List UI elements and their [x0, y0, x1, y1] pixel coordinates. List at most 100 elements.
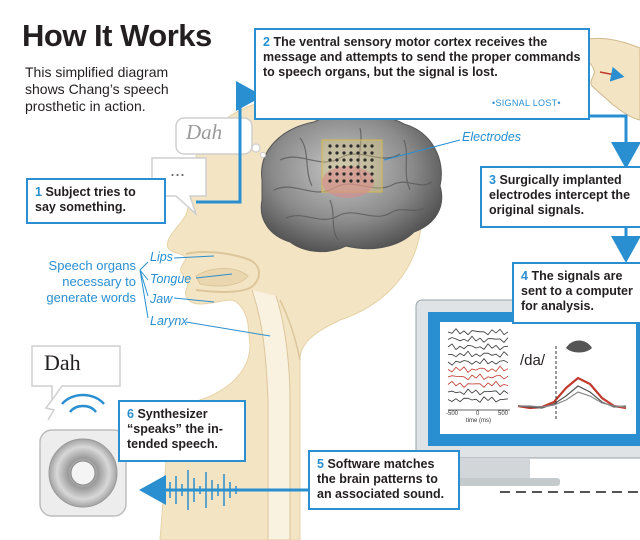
electrode-dot — [335, 144, 339, 148]
eeg-trace — [447, 365, 509, 373]
step-3-box: 3 Surgically implanted electrodes interc… — [480, 166, 640, 228]
eeg-trace — [447, 357, 509, 366]
monitor-tick-1: -500 — [446, 411, 459, 417]
step-5-text: Software matches the brain patterns to a… — [317, 457, 445, 501]
electrode-dot — [356, 165, 360, 169]
signal-lost-label: •SIGNAL LOST• — [492, 98, 561, 108]
step-3-text: Surgically implanted electrodes intercep… — [489, 173, 631, 217]
wifi-waves — [61, 393, 105, 413]
thought-bubble-text: Dah — [186, 120, 223, 144]
averaged-response-curve — [518, 391, 627, 408]
electrode-dot — [328, 165, 332, 169]
oral-cavity — [185, 251, 260, 293]
monitor-axis-label: time (ms) — [466, 418, 491, 424]
electrodes-label: Electrodes — [462, 130, 522, 144]
electrode-dot — [349, 151, 353, 155]
speech-ellipsis: ... — [170, 160, 186, 180]
monitor-syllable: /da/ — [520, 352, 546, 369]
step-1-number: 1 — [35, 185, 42, 199]
eeg-trace — [447, 328, 509, 336]
electrode-dot — [335, 165, 339, 169]
step-4-number: 4 — [521, 269, 528, 283]
electrode-dot — [356, 151, 360, 155]
electrode-grid — [321, 139, 383, 198]
step-2-number: 2 — [263, 35, 270, 49]
eeg-trace — [447, 396, 509, 403]
eeg-trace — [447, 343, 509, 351]
eeg-trace — [447, 335, 509, 343]
electrode-dot — [356, 179, 360, 183]
step-6-number: 6 — [127, 407, 134, 421]
electrode-dot — [363, 172, 367, 176]
electrode-dot — [328, 144, 332, 148]
step-5-number: 5 — [317, 457, 324, 471]
speaker — [39, 429, 127, 517]
organ-pointer-lines — [139, 255, 271, 337]
computer-monitor — [415, 299, 640, 486]
electrode-dot — [342, 172, 346, 176]
electrode-dot — [335, 151, 339, 155]
electrode-dot — [363, 158, 367, 162]
electrode-dots — [328, 144, 374, 183]
intro-text: This simplified diagram shows Chang’s sp… — [25, 64, 169, 114]
electrode-dot — [349, 172, 353, 176]
electrode-dot — [363, 165, 367, 169]
electrode-dot — [370, 165, 374, 169]
electrode-dot — [328, 172, 332, 176]
bubble-zigzag — [44, 399, 56, 421]
electrode-dot — [356, 144, 360, 148]
electrode-dot — [356, 172, 360, 176]
arrow-1-to-2 — [196, 81, 263, 204]
page-title: How It Works — [22, 18, 212, 53]
speaker-bubble — [31, 345, 121, 403]
speaker-bubble-text: Dah — [44, 350, 81, 375]
electrode-dot — [363, 151, 367, 155]
electrode-dot — [335, 158, 339, 162]
eeg-trace — [447, 388, 509, 396]
step-6-text: Synthesizer “speaks” the in-tended speec… — [127, 407, 223, 451]
monitor-traces — [447, 328, 627, 410]
thought-bubble — [175, 117, 266, 158]
step-2-box: 2 The ventral sensory motor cortex recei… — [254, 28, 590, 120]
step-4-box: 4 The signals are sent to a computer for… — [512, 262, 640, 324]
monitor-spectrogram — [566, 340, 592, 353]
arrow-2-to-3 — [590, 114, 640, 169]
step-1-text: Subject tries to say something. — [35, 185, 136, 214]
organ-lips: Lips — [150, 250, 173, 264]
electrode-dot — [328, 158, 332, 162]
electrode-dot — [349, 158, 353, 162]
electrodes-pointer — [383, 139, 461, 161]
sound-wave — [169, 470, 237, 510]
electrode-dot — [349, 179, 353, 183]
monitor-tick-3: 500 — [498, 411, 509, 417]
tongue — [195, 268, 249, 287]
speech-organs-label: Speech organs necessary to generate word… — [46, 258, 136, 305]
electrode-dot — [363, 179, 367, 183]
electrode-dot — [335, 172, 339, 176]
electrode-dot — [342, 179, 346, 183]
electrode-dot — [349, 165, 353, 169]
eeg-trace — [447, 373, 509, 381]
electrode-dot — [370, 144, 374, 148]
organ-tongue: Tongue — [150, 272, 192, 286]
step-1-box: 1 Subject tries to say something. — [26, 178, 166, 224]
electrode-dot — [356, 158, 360, 162]
face-profile-inset — [583, 37, 640, 121]
step-3-number: 3 — [489, 173, 496, 187]
eeg-trace — [447, 380, 509, 388]
electrode-dot — [370, 179, 374, 183]
step-6-box: 6 Synthesizer “speaks” the in-tended spe… — [118, 400, 246, 462]
electrode-dot — [349, 144, 353, 148]
electrode-dot — [342, 158, 346, 162]
step-5-box: 5 Software matches the brain patterns to… — [308, 450, 460, 510]
electrode-dot — [370, 172, 374, 176]
organ-jaw: Jaw — [150, 292, 173, 306]
electrode-dot — [363, 144, 367, 148]
monitor-tick-2: 0 — [476, 411, 480, 417]
step-2-text: The ventral sensory motor cortex receive… — [263, 35, 581, 79]
electrode-dot — [335, 179, 339, 183]
electrode-dot — [342, 151, 346, 155]
electrode-dot — [370, 158, 374, 162]
electrode-dot — [370, 151, 374, 155]
airway — [251, 289, 291, 540]
